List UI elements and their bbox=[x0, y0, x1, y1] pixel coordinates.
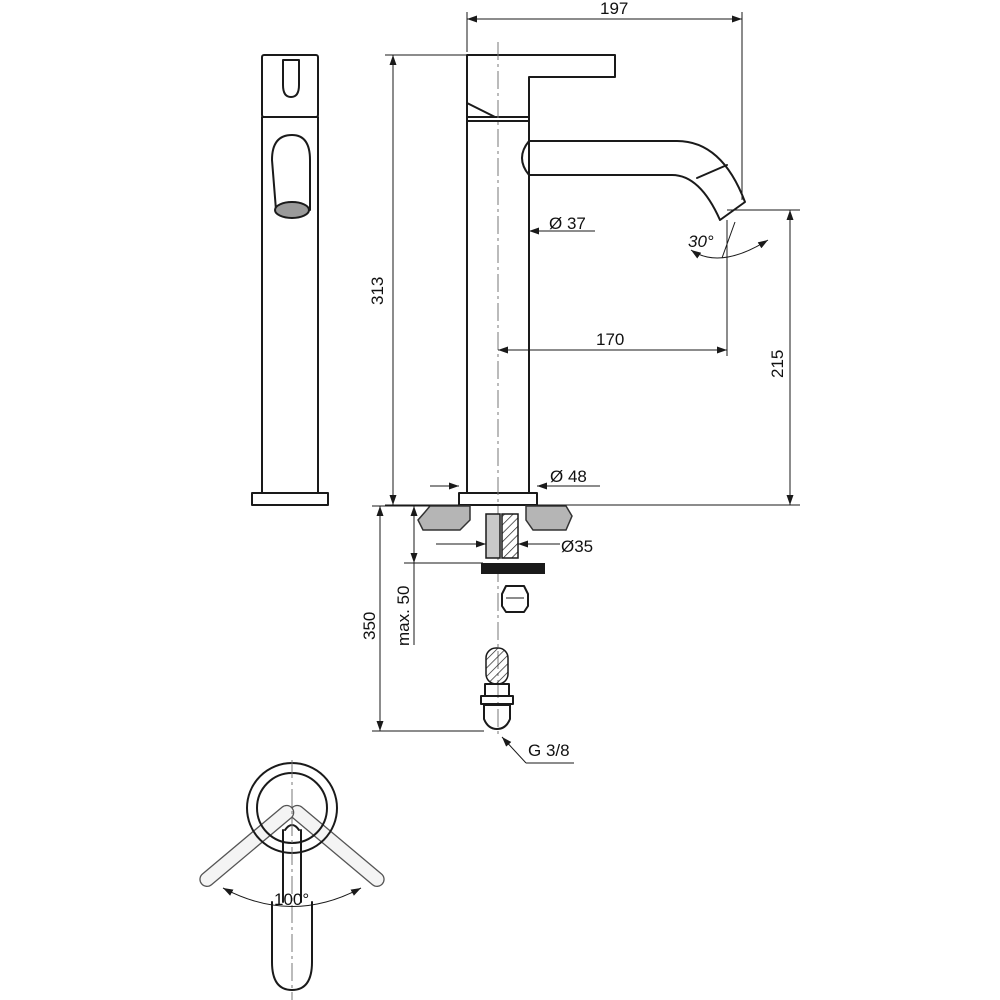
dim-197: 197 bbox=[600, 0, 628, 18]
dim-313: 313 bbox=[368, 277, 387, 305]
dim-37: Ø 37 bbox=[549, 214, 586, 233]
deck-left bbox=[417, 505, 471, 531]
dim-350: 350 bbox=[360, 612, 379, 640]
dim-215: 215 bbox=[768, 350, 787, 378]
dim-max50: max. 50 bbox=[394, 586, 413, 646]
front-view bbox=[417, 42, 746, 735]
deck-right bbox=[525, 505, 573, 531]
dim-g38: G 3/8 bbox=[528, 741, 570, 760]
dim-48: Ø 48 bbox=[550, 467, 587, 486]
flex-hose bbox=[485, 647, 509, 685]
spout bbox=[528, 140, 746, 221]
top-view: 100° bbox=[199, 760, 385, 1000]
handle-lever bbox=[466, 54, 616, 122]
dim-100deg: 100° bbox=[274, 890, 309, 909]
side-view bbox=[251, 54, 329, 506]
dimensions: 197 313 Ø 37 30° 170 215 Ø 48 Ø35 bbox=[360, 0, 800, 764]
lever-slot-icon bbox=[282, 59, 300, 98]
dim-170: 170 bbox=[596, 330, 624, 349]
dim-35: Ø35 bbox=[561, 537, 593, 556]
dim-30deg: 30° bbox=[688, 232, 714, 251]
